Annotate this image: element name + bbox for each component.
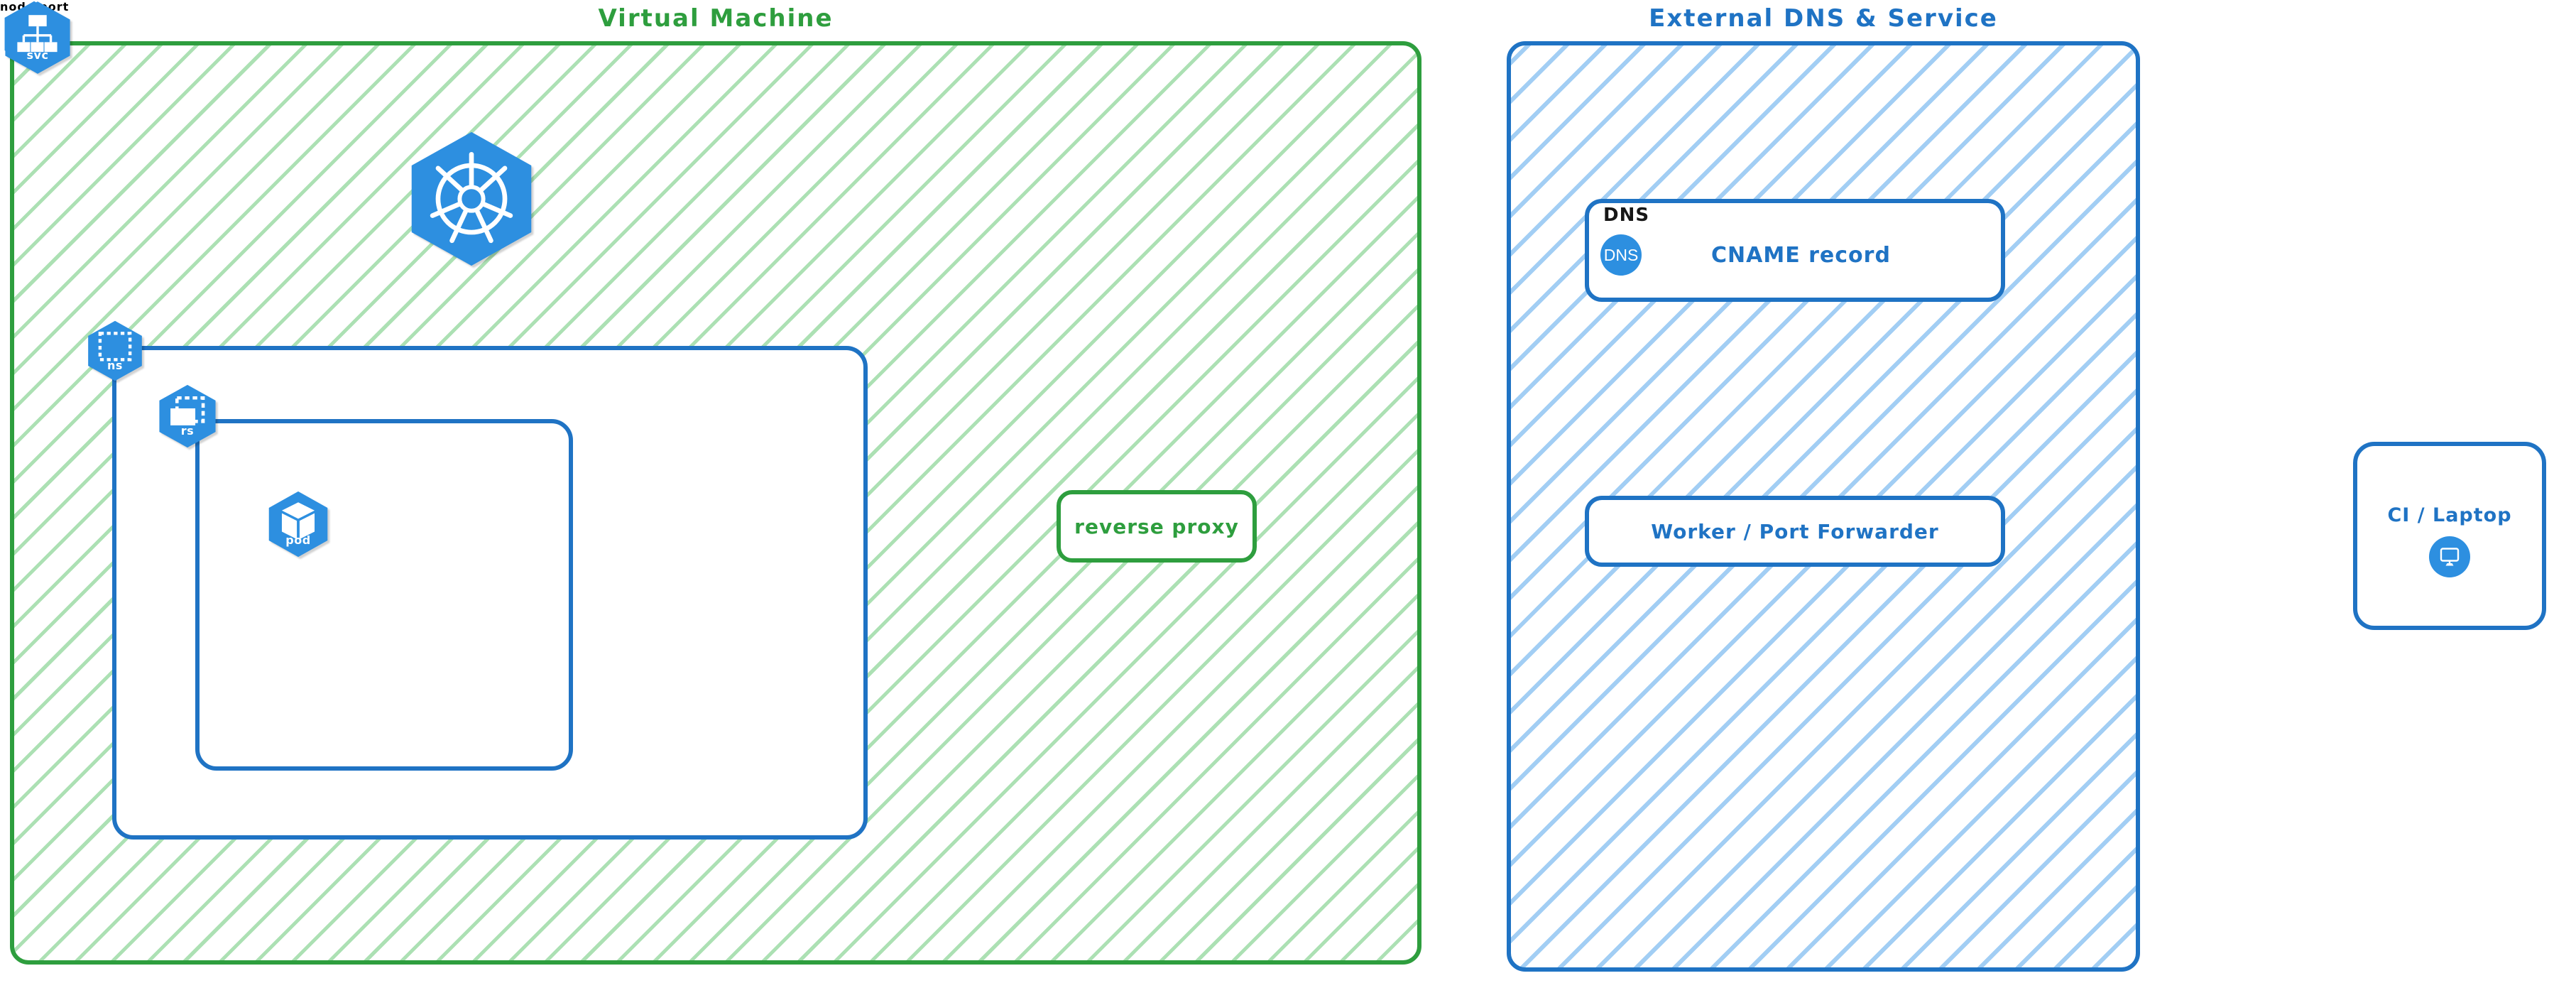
dns-record-box[interactable] — [1585, 199, 2005, 302]
ci-laptop-label: CI / Laptop — [2387, 504, 2512, 526]
worker-port-forwarder-label: Worker / Port Forwarder — [1651, 519, 1939, 543]
namespace-icon: ns — [84, 320, 146, 382]
kubernetes-logo — [402, 129, 541, 268]
reverse-proxy-label: reverse proxy — [1074, 514, 1239, 538]
replicaset-icon: rs — [155, 384, 220, 449]
group-external-dns-service-title: External DNS & Service — [1649, 4, 1998, 33]
pod-icon-1: pod — [264, 490, 332, 558]
service-icon: svc — [0, 0, 75, 75]
group-virtual-machine-title: Virtual Machine — [598, 4, 834, 33]
dns-circle-icon: DNS — [1600, 234, 1642, 276]
dns-circle-icon-text: DNS — [1603, 245, 1639, 264]
cname-record-label: CNAME record — [1711, 242, 1891, 268]
reverse-proxy-box[interactable]: reverse proxy — [1057, 490, 1257, 563]
desktop-monitor-icon — [2429, 536, 2470, 577]
replicaset-box — [195, 419, 573, 771]
dns-box-tag: DNS — [1603, 205, 1650, 226]
ci-laptop-box[interactable] — [2353, 442, 2546, 630]
worker-port-forwarder-box[interactable] — [1585, 496, 2005, 567]
